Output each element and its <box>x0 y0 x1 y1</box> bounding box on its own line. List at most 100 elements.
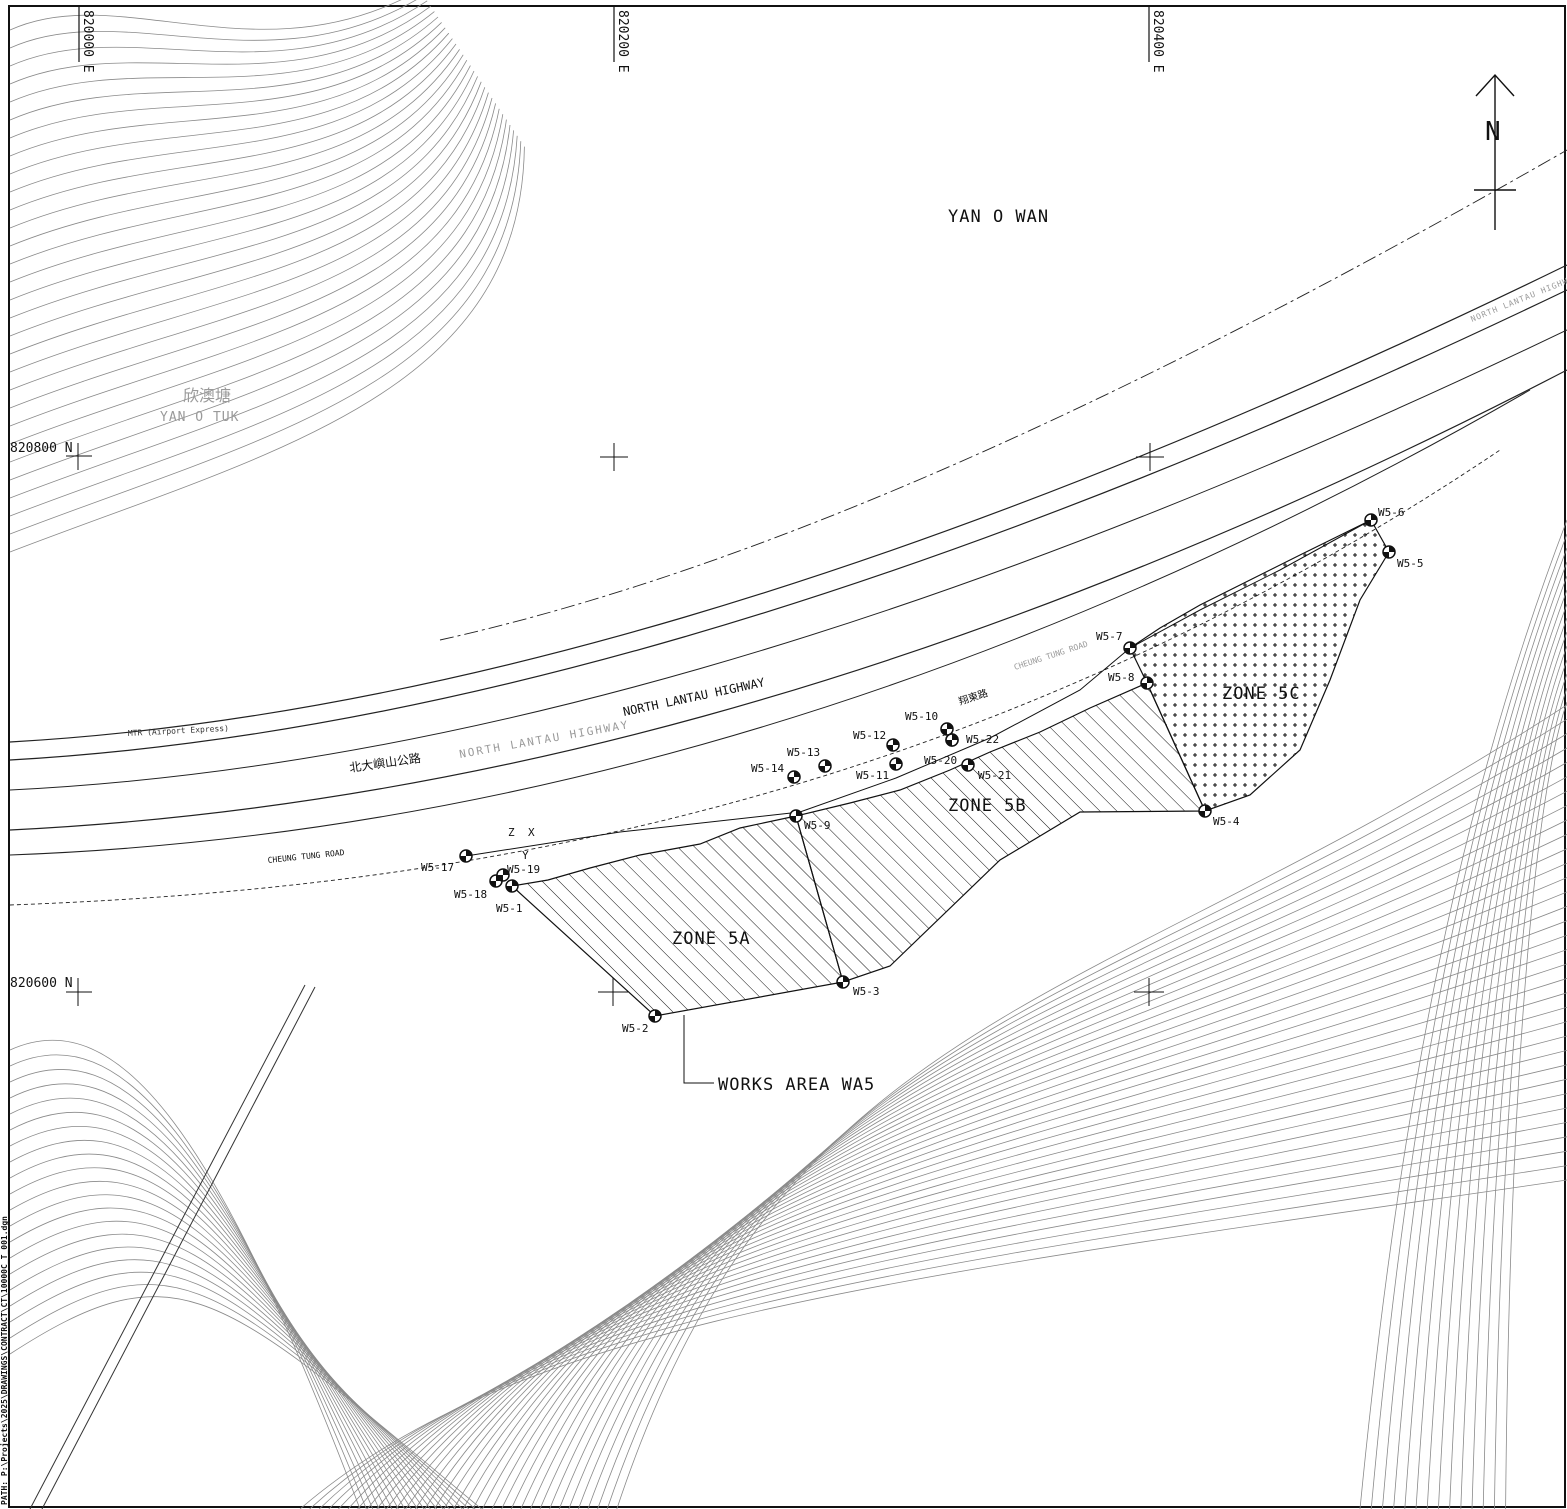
contour-line <box>443 963 1567 1509</box>
contour-line <box>9 49 460 229</box>
survey-point-label: W5-12 <box>853 729 886 742</box>
contour-line <box>9 60 468 265</box>
contour-line <box>347 1107 1567 1509</box>
contour-line <box>9 1246 457 1509</box>
contour-line <box>9 22 442 139</box>
survey-point-label: W5-20 <box>924 754 957 767</box>
contour-line <box>587 747 1567 1509</box>
survey-point-fill <box>946 734 958 746</box>
contour-line <box>9 38 453 193</box>
survey-point-label: W5-5 <box>1397 557 1424 570</box>
zone-areas <box>465 519 1390 1084</box>
grid-label-e1: 820000 E <box>80 10 95 73</box>
survey-point-fill <box>819 760 831 772</box>
contour-line <box>9 92 489 373</box>
contour-line <box>597 733 1567 1509</box>
works-area-leader <box>683 1015 714 1084</box>
contour-line <box>9 119 507 463</box>
contour-line <box>299 1179 1567 1509</box>
contour-line <box>520 848 1567 1509</box>
contour-line <box>9 87 486 355</box>
survey-points: W5-1W5-2W5-3W5-4W5-5W5-6W5-7W5-8W5-9W5-1… <box>421 506 1424 1035</box>
grid-crosses <box>66 443 1164 1006</box>
contour-line <box>9 130 514 499</box>
contour-line <box>1415 589 1567 1509</box>
north-arrow-label: N <box>1485 117 1501 147</box>
contour-line <box>9 114 504 445</box>
marker-x: X <box>528 826 535 839</box>
contour-line <box>9 97 493 391</box>
railway-track <box>29 984 316 1509</box>
survey-point-fill <box>1199 805 1211 817</box>
contour-line <box>9 1194 431 1509</box>
contour-line <box>616 704 1567 1509</box>
contour-line <box>1426 603 1567 1509</box>
survey-point-label: W5-22 <box>966 733 999 746</box>
contour-line <box>9 1040 361 1509</box>
hoarding-line-2 <box>1129 519 1372 649</box>
survey-point-fill <box>790 810 802 822</box>
contour-line <box>9 65 471 283</box>
contour-line <box>386 1050 1567 1509</box>
zone-5a-label: ZONE 5A <box>672 929 751 949</box>
contour-line <box>549 805 1567 1509</box>
survey-point-label: W5-8 <box>1108 671 1135 684</box>
road-name-1: CHEUNG TUNG ROAD <box>267 848 345 865</box>
zone-5c-area <box>1129 519 1390 812</box>
contour-line <box>434 978 1567 1509</box>
grid-label-e3: 820400 E <box>1150 10 1165 73</box>
contour-line <box>9 1167 418 1509</box>
survey-point-label: W5-9 <box>804 819 831 832</box>
contour-line <box>1438 617 1567 1509</box>
contour-line <box>366 1078 1567 1509</box>
contour-line <box>9 81 482 337</box>
contour-line <box>558 790 1567 1509</box>
contour-line <box>568 776 1567 1509</box>
contour-line <box>9 0 402 31</box>
survey-point-label: W5-7 <box>1096 630 1123 643</box>
marker-z: Z <box>508 826 515 839</box>
contour-line <box>9 1054 367 1509</box>
survey-point-label: W5-21 <box>978 769 1011 782</box>
contour-line <box>1460 645 1567 1509</box>
contour-line <box>376 1064 1567 1509</box>
contour-line <box>539 819 1567 1509</box>
contour-line <box>472 920 1567 1509</box>
grid-label-n2: 820600 N <box>10 976 73 991</box>
survey-point-fill <box>890 758 902 770</box>
hoarding-line <box>465 647 1131 857</box>
contour-line <box>9 1220 444 1509</box>
contour-line <box>9 1111 393 1509</box>
contour-line <box>9 11 435 103</box>
contour-line <box>9 1271 470 1509</box>
survey-point-fill <box>788 771 800 783</box>
zone-5c-label: ZONE 5C <box>1222 684 1301 704</box>
contour-line <box>405 1021 1567 1509</box>
contour-line <box>530 834 1567 1509</box>
file-path-note: PATH: P:\Projects\2025\DRAWINGS\CONTRACT… <box>0 1216 9 1505</box>
place-village-cn: 欣澳塘 <box>183 386 231 405</box>
contour-line <box>9 1097 386 1509</box>
survey-point-label: W5-14 <box>751 762 784 775</box>
survey-point-fill <box>497 869 509 881</box>
contour-line <box>491 891 1567 1509</box>
contour-line <box>9 1153 412 1509</box>
contour-line <box>578 762 1567 1509</box>
survey-point-fill <box>506 880 518 892</box>
map-frame <box>8 5 1566 1508</box>
grid-label-n1: 820800 N <box>10 441 73 456</box>
survey-point-label: W5-13 <box>787 746 820 759</box>
survey-point-fill <box>1124 642 1136 654</box>
road-name-2: CHEUNG TUNG ROAD <box>1013 639 1089 671</box>
contour-line <box>424 992 1567 1509</box>
contour-lines <box>9 0 1567 1509</box>
contour-line <box>9 141 522 535</box>
north-arrow <box>1474 73 1516 230</box>
contour-line <box>9 103 496 409</box>
contour-line <box>9 54 464 247</box>
survey-point-label: W5-6 <box>1378 506 1405 519</box>
survey-point-fill <box>837 976 849 988</box>
survey-point-fill <box>1141 677 1153 689</box>
survey-point-fill <box>941 723 953 735</box>
contour-line <box>1359 519 1567 1509</box>
